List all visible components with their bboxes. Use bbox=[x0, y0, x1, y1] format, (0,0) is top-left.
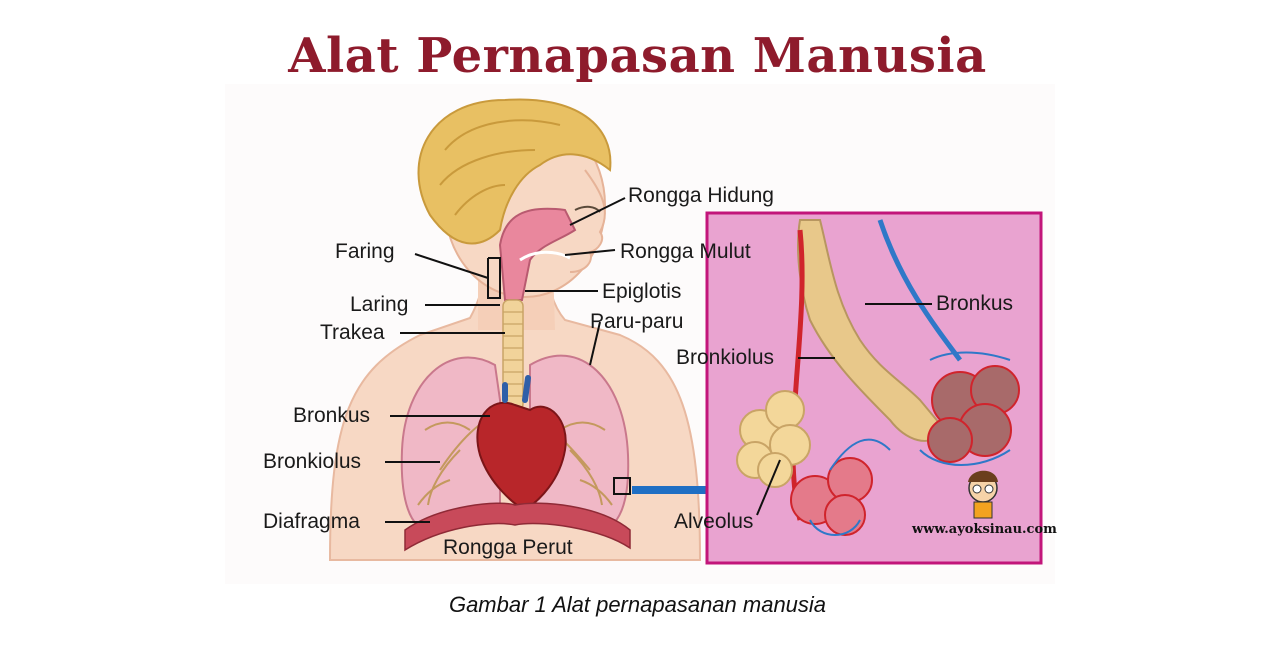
zoom-arrow-icon bbox=[632, 472, 748, 508]
label-faring: Faring bbox=[335, 240, 395, 263]
alveoli-cluster-b bbox=[790, 457, 873, 536]
label-rongga-hidung: Rongga Hidung bbox=[628, 184, 774, 207]
label-trakea: Trakea bbox=[320, 321, 385, 344]
inset-bronchus bbox=[797, 219, 947, 442]
figure-caption: Gambar 1 Alat pernapasanan manusia bbox=[448, 592, 827, 617]
page-title: Alat Pernapasan Manusia bbox=[288, 28, 987, 84]
label-rongga-mulut: Rongga Mulut bbox=[620, 240, 751, 263]
label-bronkus-inset: Bronkus bbox=[936, 292, 1014, 315]
label-rongga-perut: Rongga Perut bbox=[443, 536, 573, 559]
label-laring: Laring bbox=[350, 293, 409, 316]
watermark: www.ayoksinau.com bbox=[912, 522, 1057, 537]
label-paru-paru: Paru-paru bbox=[590, 310, 684, 333]
nasal-cavity bbox=[498, 207, 577, 301]
alveoli-cluster-a bbox=[736, 390, 811, 488]
label-bronkus: Bronkus bbox=[293, 404, 371, 427]
diaphragm bbox=[404, 502, 631, 552]
label-epiglotis: Epiglotis bbox=[602, 280, 682, 303]
alveoli-cluster-c bbox=[927, 365, 1020, 463]
label-diafragma: Diafragma bbox=[263, 510, 360, 533]
mascot-icon bbox=[968, 470, 998, 519]
hair bbox=[417, 98, 612, 245]
leader-lines bbox=[385, 197, 932, 523]
zoom-box bbox=[613, 477, 631, 495]
label-bronkiolus: Bronkiolus bbox=[263, 450, 362, 473]
label-alveolus: Alveolus bbox=[674, 510, 754, 533]
label-bronkiolus-inset: Bronkiolus bbox=[676, 346, 775, 369]
